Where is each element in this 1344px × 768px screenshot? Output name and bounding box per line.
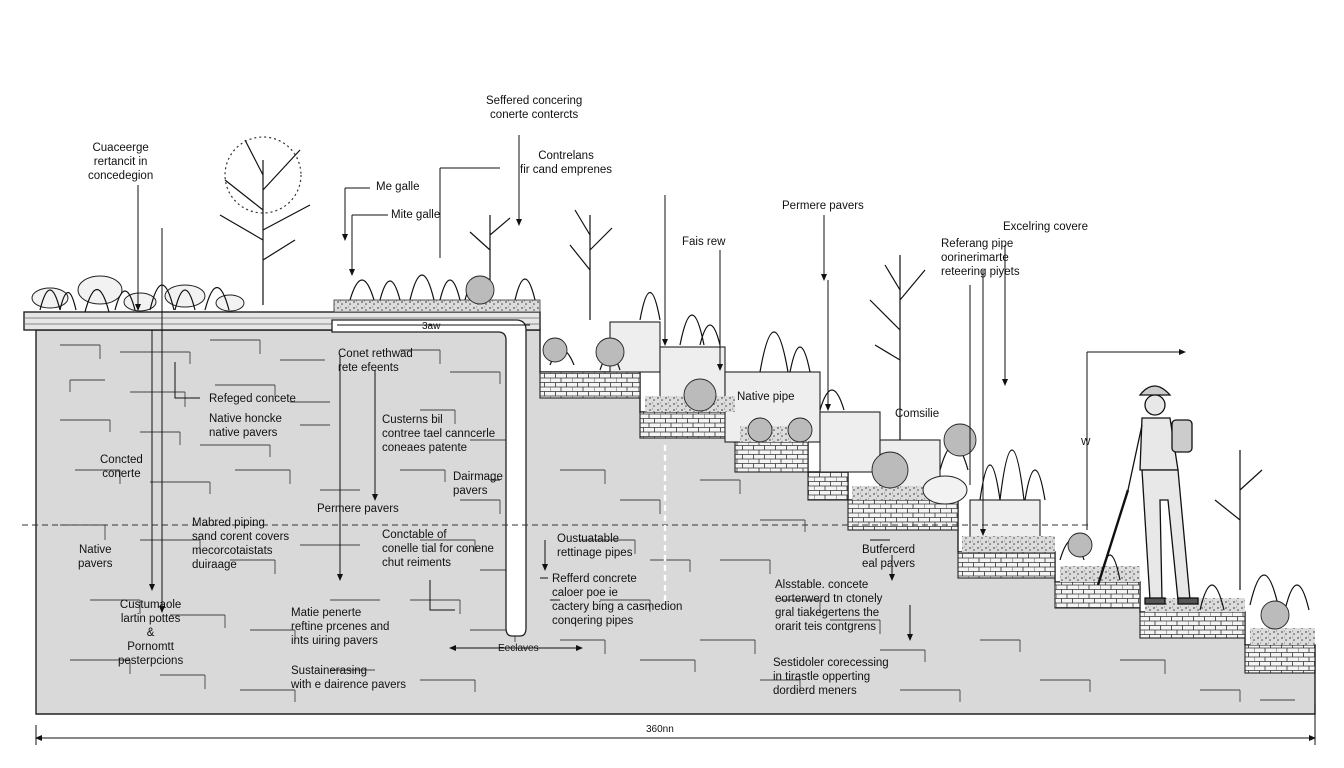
label-mabred: Mabred piping sand corent covers mecorco…	[192, 517, 290, 571]
label-butfercerd: Butfercerd eal pavers	[862, 544, 916, 570]
label-matie: Matie penerte reftine prcenes and ints u…	[291, 607, 390, 647]
label-dimension-bottom: 360nn	[646, 724, 674, 735]
label-custerns: Custerns bil contree tael canncerle cone…	[382, 414, 496, 454]
label-eeclaves: Eeclaves	[498, 643, 539, 654]
label-contrelans: Contrelans fir cand emprenes	[520, 150, 613, 176]
label-native-honcke: Native honcke native pavers	[209, 413, 282, 439]
label-top-center: Seffered concering conerte contercts	[486, 95, 583, 121]
label-referring-pipe: Referang pipe oorinerimarte reteering pi…	[941, 238, 1020, 278]
label-custumaole: Custumaole lartin pottes & Pornomtt pest…	[118, 599, 184, 667]
label-comsilie: Comsilie	[895, 408, 940, 420]
label-oustuatable: Oustuatable rettinage pipes	[557, 533, 633, 559]
label-concted: Concted conerte	[100, 454, 143, 480]
label-top-left: Cuaceerge rertancit in concedegion	[88, 142, 154, 182]
label-sustainerasing: Sustainerasing with e dairence pavers	[291, 665, 407, 691]
worker-figure	[1096, 385, 1199, 605]
label-dairmage: Dairmage pavers	[453, 471, 503, 497]
label-native-pipe: Native pipe	[737, 391, 795, 403]
label-conet-rethwad: Conet rethwad rete efeents	[338, 348, 413, 374]
label-native-pavers: Native pavers	[78, 544, 113, 570]
leader-lines	[35, 135, 1316, 745]
label-w: W	[1081, 437, 1091, 448]
label-conctable: Conctable of conelle tial for conene chu…	[382, 529, 494, 569]
shrubs	[465, 275, 1290, 630]
label-3aw: 3aw	[422, 321, 441, 332]
label-permere-mid: Permere pavers	[317, 503, 399, 515]
label-mite-galle: Mite galle	[391, 209, 441, 221]
stone-joints	[60, 339, 1295, 702]
label-refeged: Refeged concete	[209, 393, 296, 405]
label-refferd: Refferd concrete caloer poe ie cactery b…	[552, 573, 683, 627]
label-sestidoler: Sestidoler corecessing in tirastle opper…	[773, 657, 889, 697]
boulders	[31, 275, 968, 505]
label-excelring: Excelring covere	[1003, 221, 1089, 233]
label-alsstable: Alsstable. concete eorterwerd tn ctonely…	[775, 579, 883, 633]
label-me-galle: Me galle	[376, 181, 420, 193]
label-fais-rew: Fais rew	[682, 236, 726, 248]
gravel-bed	[333, 299, 541, 313]
label-permere-top: Permere pavers	[782, 200, 864, 212]
